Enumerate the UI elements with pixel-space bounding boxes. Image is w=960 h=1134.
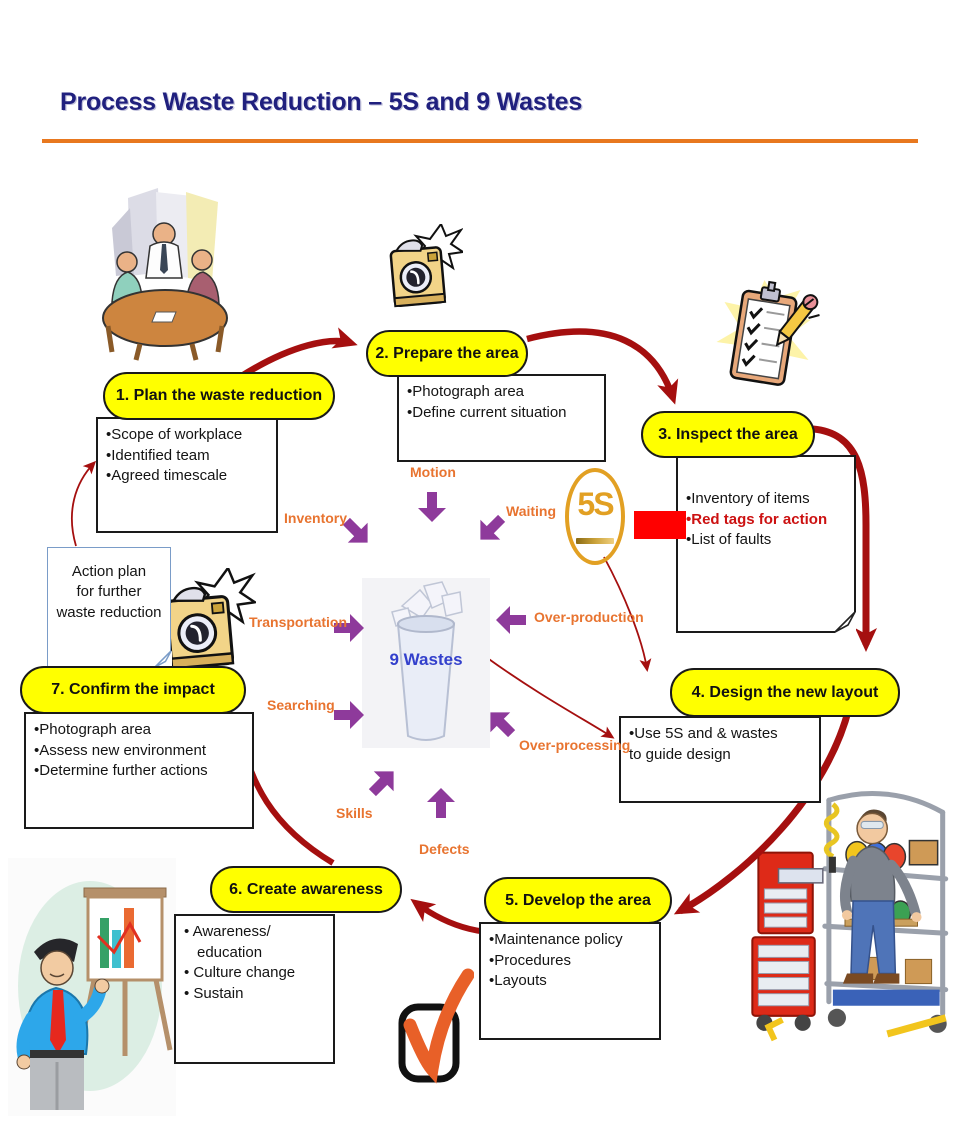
workshop-clipart: [751, 791, 949, 1042]
5s-badge-bar: [576, 538, 614, 544]
arrow-motion-icon: [418, 492, 446, 522]
waste-label-inventory: Inventory: [284, 510, 348, 526]
red-tag-swatch: [634, 511, 686, 539]
5s-badge-text: 5S: [577, 486, 614, 522]
step-pill-1: 1. Plan the waste reduction: [103, 372, 335, 420]
folded-corner: [154, 650, 172, 668]
step-pill-2: 2. Prepare the area: [366, 330, 528, 377]
step-pill-6: 6. Create awareness: [210, 866, 402, 913]
title-underline: [42, 139, 918, 143]
waste-label-searching: Searching: [267, 697, 335, 713]
page-title: Process Waste Reduction – 5S and 9 Waste…: [60, 88, 583, 116]
checklist-clipboard-icon: [716, 280, 820, 386]
folded-corner: [834, 611, 856, 633]
trash-can-icon: [391, 581, 463, 741]
camera-icon: [389, 224, 463, 308]
action-plan-note: Action plan for further waste reduction: [47, 547, 172, 668]
develop-details-box: •Maintenance policy •Procedures •Layouts: [479, 922, 661, 1040]
arrow-over-production-icon: [496, 606, 526, 634]
checkmark-icon: [398, 968, 474, 1084]
5s-badge: 5S: [565, 468, 625, 565]
arrow-searching-icon: [334, 701, 364, 729]
waste-label-waiting: Waiting: [506, 503, 557, 519]
design-details-box: •Use 5S and & wastes to guide design: [619, 716, 821, 803]
waste-label-motion: Motion: [410, 464, 456, 480]
trash-can-panel: 9 Wastes: [362, 578, 490, 748]
confirm-details-box: •Photograph area •Assess new environment…: [24, 712, 254, 829]
waste-label-defects: Defects: [419, 841, 470, 857]
waste-label-over-processing: Over-processing: [519, 737, 631, 753]
step-pill-5: 5. Develop the area: [484, 877, 672, 924]
red-tags-line: •Red tags for action: [686, 510, 828, 528]
step-pill-3: 3. Inspect the area: [641, 411, 815, 458]
inspect-details-box: •Inventory of items •Red tags for action…: [676, 455, 856, 633]
waste-label-skills: Skills: [336, 805, 373, 821]
waste-label-transportation: Transportation: [249, 614, 348, 630]
presenter-clipart: [8, 858, 176, 1116]
arrow-actionplan-to-step1: [70, 460, 97, 547]
arrow-defects-icon: [427, 788, 455, 818]
waste-label-over-production: Over-production: [534, 609, 644, 625]
meeting-clipart: [102, 188, 228, 361]
step-pill-7: 7. Confirm the impact: [20, 666, 246, 714]
arrow-skills-icon: [362, 761, 404, 803]
prepare-details-box: •Photograph area •Define current situati…: [397, 374, 606, 462]
nine-wastes-label: 9 Wastes: [389, 650, 463, 669]
plan-details-box: •Scope of workplace •Identified team •Ag…: [96, 417, 278, 533]
step-pill-4: 4. Design the new layout: [670, 668, 900, 717]
awareness-details-box: • Awareness/ education • Culture change …: [174, 914, 335, 1064]
